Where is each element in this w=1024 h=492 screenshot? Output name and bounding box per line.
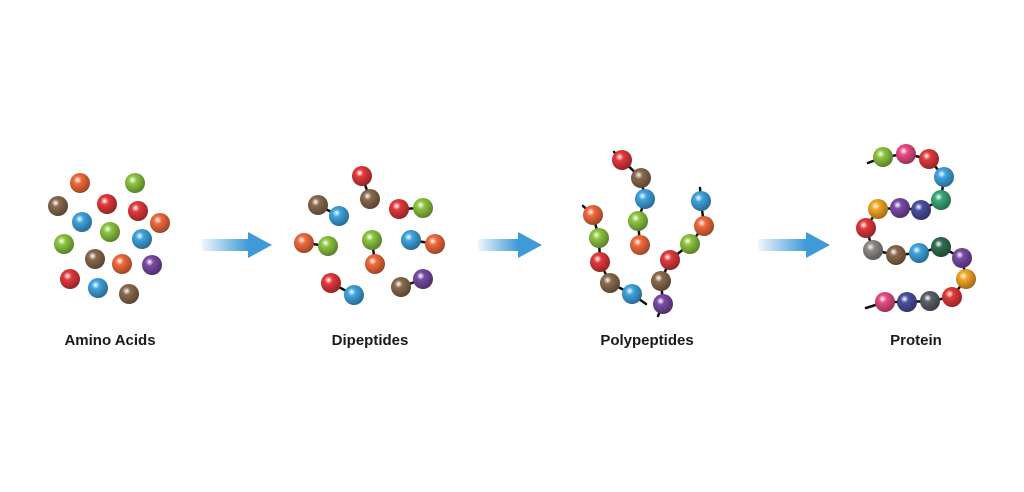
amino-acid-bead	[952, 248, 972, 268]
amino-acid-bead	[612, 150, 632, 170]
amino-acid-bead	[100, 222, 120, 242]
amino-acid-bead	[931, 237, 951, 257]
amino-acid-bead	[942, 287, 962, 307]
amino-acid-bead	[630, 235, 650, 255]
amino-acid-bead	[413, 198, 433, 218]
amino-acid-bead	[920, 291, 940, 311]
protein-group	[856, 144, 976, 312]
amino-acid-bead	[344, 285, 364, 305]
amino-acid-bead	[125, 173, 145, 193]
amino-acids-group	[48, 173, 170, 304]
amino-acid-bead	[890, 198, 910, 218]
amino-acid-bead	[590, 252, 610, 272]
arrow-head	[518, 232, 542, 258]
amino-acid-bead	[425, 234, 445, 254]
amino-acid-bead	[911, 200, 931, 220]
amino-acid-bead	[856, 218, 876, 238]
amino-acid-bead	[128, 201, 148, 221]
amino-acid-bead	[931, 190, 951, 210]
stage-label-dipeptides: Dipeptides	[331, 332, 409, 349]
amino-acid-bead	[897, 292, 917, 312]
amino-acid-bead	[873, 147, 893, 167]
amino-acid-bead	[72, 212, 92, 232]
amino-acid-bead	[600, 273, 620, 293]
arrow-head	[806, 232, 830, 258]
amino-acid-bead	[362, 230, 382, 250]
arrow-shaft	[478, 239, 518, 251]
amino-acid-bead	[308, 195, 328, 215]
amino-acid-bead	[909, 243, 929, 263]
amino-acid-bead	[321, 273, 341, 293]
amino-acid-bead	[112, 254, 132, 274]
arrow-shaft	[202, 239, 248, 251]
amino-acid-bead	[583, 205, 603, 225]
amino-acid-bead	[391, 277, 411, 297]
stage-label-polypeptides: Polypeptides	[600, 332, 694, 349]
amino-acid-bead	[919, 149, 939, 169]
amino-acid-bead	[680, 234, 700, 254]
amino-acid-bead	[660, 250, 680, 270]
amino-acid-bead	[589, 228, 609, 248]
amino-acid-bead	[150, 213, 170, 233]
arrow-2	[478, 232, 542, 258]
amino-acid-bead	[365, 254, 385, 274]
amino-acid-bead	[875, 292, 895, 312]
amino-acid-bead	[401, 230, 421, 250]
arrow-head	[248, 232, 272, 258]
arrow-3	[758, 232, 830, 258]
amino-acid-bead	[70, 173, 90, 193]
amino-acid-bead	[628, 211, 648, 231]
amino-acid-bead	[352, 166, 372, 186]
amino-acid-bead	[60, 269, 80, 289]
amino-acid-bead	[956, 269, 976, 289]
amino-acid-bead	[863, 240, 883, 260]
amino-acid-bead	[318, 236, 338, 256]
stage-label-protein: Protein	[890, 332, 942, 349]
stage-label-amino-acids: Amino Acids	[64, 332, 156, 349]
amino-acid-bead	[54, 234, 74, 254]
amino-acid-bead	[635, 189, 655, 209]
amino-acid-bead	[85, 249, 105, 269]
amino-acid-bead	[294, 233, 314, 253]
polypeptides-group	[581, 150, 714, 318]
amino-acid-bead	[88, 278, 108, 298]
amino-acid-bead	[48, 196, 68, 216]
amino-acid-bead	[132, 229, 152, 249]
amino-acid-bead	[97, 194, 117, 214]
arrow-1	[202, 232, 272, 258]
amino-acid-bead	[886, 245, 906, 265]
amino-acid-bead	[329, 206, 349, 226]
amino-acid-bead	[360, 189, 380, 209]
amino-acid-bead	[934, 167, 954, 187]
amino-acid-bead	[631, 168, 651, 188]
amino-acid-bead	[694, 216, 714, 236]
arrow-shaft	[758, 239, 806, 251]
dipeptides-group	[294, 166, 445, 305]
amino-acid-bead	[389, 199, 409, 219]
amino-acid-bead	[119, 284, 139, 304]
amino-acid-bead	[651, 271, 671, 291]
amino-acid-bead	[622, 284, 642, 304]
amino-acid-bead	[896, 144, 916, 164]
amino-acid-bead	[413, 269, 433, 289]
amino-acid-bead	[142, 255, 162, 275]
amino-acid-bead	[868, 199, 888, 219]
amino-acid-bead	[691, 191, 711, 211]
amino-acid-bead	[653, 294, 673, 314]
